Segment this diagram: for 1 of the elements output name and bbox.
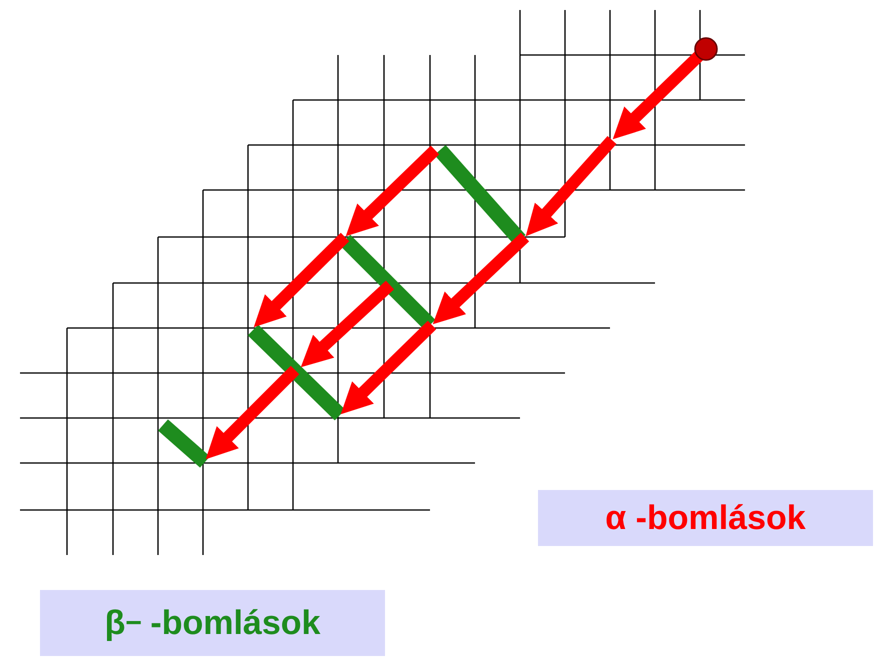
- alpha-decay-label: α -bomlások: [538, 490, 873, 546]
